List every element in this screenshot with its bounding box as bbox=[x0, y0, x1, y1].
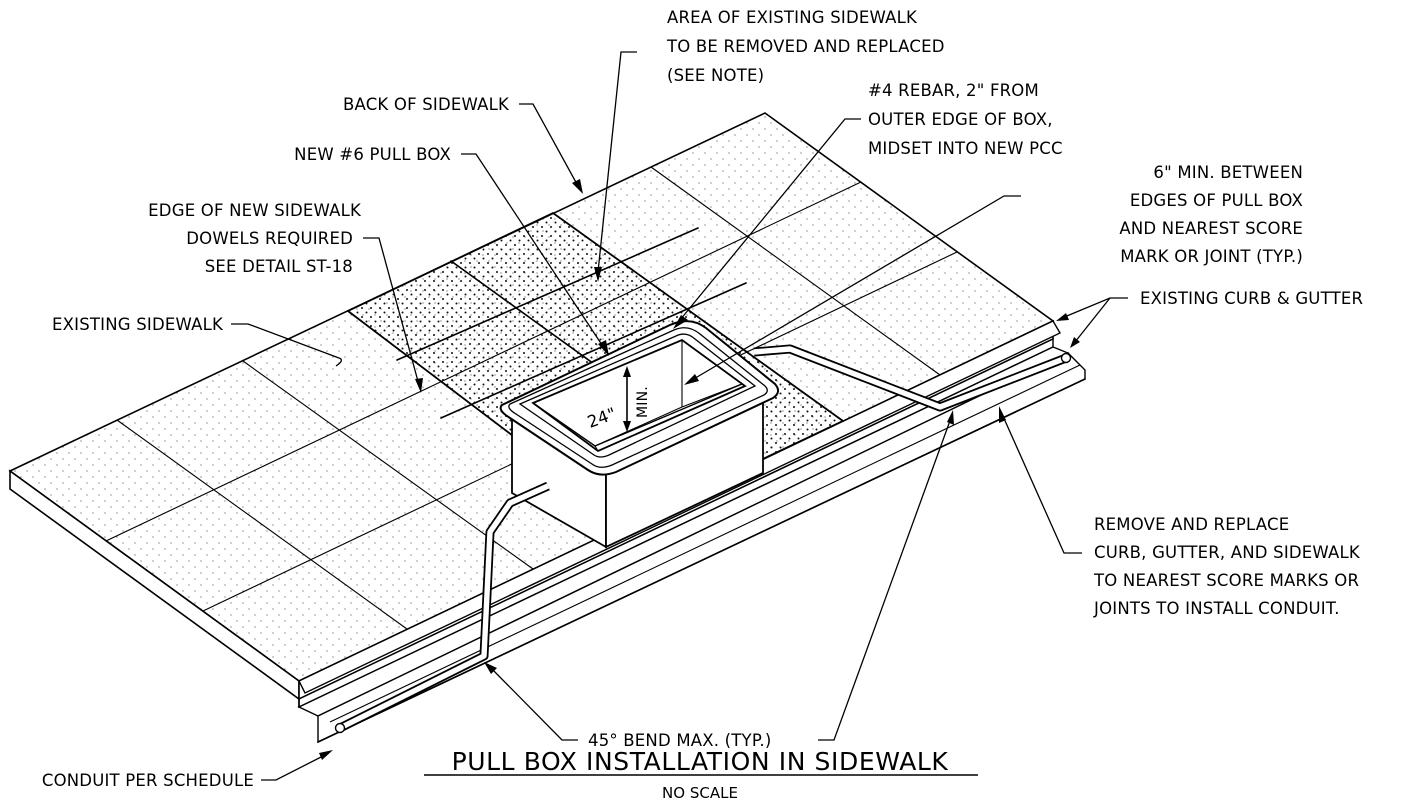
new-pull-box-label: NEW #6 PULL BOX bbox=[294, 145, 451, 164]
area-removed-line-1: AREA OF EXISTING SIDEWALK bbox=[667, 8, 918, 27]
back-of-sidewalk-label: BACK OF SIDEWALK bbox=[343, 95, 510, 114]
remove-replace-line-3: TO NEAREST SCORE MARKS OR bbox=[1093, 571, 1359, 590]
min-between-line-1: 6" MIN. BETWEEN bbox=[1153, 163, 1303, 182]
remove-replace-line-2: CURB, GUTTER, AND SIDEWALK bbox=[1094, 543, 1361, 562]
existing-curb-label: EXISTING CURB & GUTTER bbox=[1140, 289, 1363, 308]
depth-dimension: 24" MIN. bbox=[585, 366, 651, 432]
remove-replace-line-1: REMOVE AND REPLACE bbox=[1094, 515, 1289, 534]
rebar-line-1: #4 REBAR, 2" FROM bbox=[868, 81, 1039, 100]
min-between-line-2: EDGES OF PULL BOX bbox=[1130, 191, 1303, 210]
conduit-left bbox=[334, 481, 550, 734]
conduit-label: CONDUIT PER SCHEDULE bbox=[42, 771, 254, 790]
drawing-title-block: PULL BOX INSTALLATION IN SIDEWALK NO SCA… bbox=[424, 747, 978, 802]
drawing-subtitle: NO SCALE bbox=[662, 784, 738, 802]
depth-min-label: MIN. bbox=[635, 386, 651, 418]
area-removed-line-2: TO BE REMOVED AND REPLACED bbox=[666, 37, 945, 56]
min-between-line-3: AND NEAREST SCORE bbox=[1119, 219, 1303, 238]
min-between-line-4: MARK OR JOINT (TYP.) bbox=[1120, 247, 1303, 266]
edge-new-sidewalk-line-1: EDGE OF NEW SIDEWALK bbox=[148, 201, 362, 220]
labels: AREA OF EXISTING SIDEWALK TO BE REMOVED … bbox=[42, 8, 1363, 790]
rebar-line-2: OUTER EDGE OF BOX, bbox=[868, 110, 1053, 129]
pull-box bbox=[499, 320, 779, 549]
bend-label: 45° BEND MAX. (TYP.) bbox=[588, 731, 772, 750]
rebar-line-3: MIDSET INTO NEW PCC bbox=[868, 139, 1063, 158]
leader-lines bbox=[231, 51, 1128, 781]
edge-new-sidewalk-line-3: SEE DETAIL ST-18 bbox=[205, 257, 353, 276]
existing-sidewalk-label: EXISTING SIDEWALK bbox=[52, 315, 224, 334]
area-removed-line-3: (SEE NOTE) bbox=[667, 66, 764, 85]
drawing-title: PULL BOX INSTALLATION IN SIDEWALK bbox=[452, 747, 949, 776]
edge-new-sidewalk-line-2: DOWELS REQUIRED bbox=[186, 229, 353, 248]
conduit-right bbox=[753, 344, 1072, 412]
remove-replace-line-4: JOINTS TO INSTALL CONDUIT. bbox=[1093, 599, 1340, 618]
